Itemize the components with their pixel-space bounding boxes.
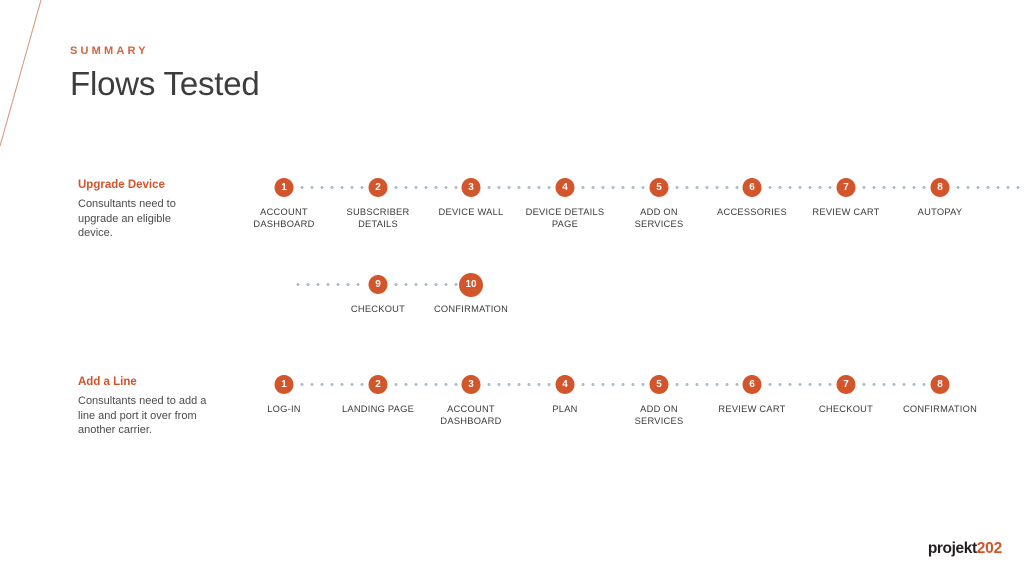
flow-title: Add a Line bbox=[78, 376, 137, 388]
step-label: LOG-IN bbox=[267, 404, 301, 414]
connector-dots bbox=[577, 383, 647, 386]
step-label: ACCESSORIES bbox=[717, 207, 787, 217]
step-number-badge: 6 bbox=[742, 178, 762, 197]
step-label: DEVICE DETAILS PAGE bbox=[525, 207, 605, 229]
connector-dots bbox=[671, 186, 740, 189]
connector-dots bbox=[296, 383, 366, 386]
step-number-badge: 8 bbox=[930, 178, 950, 197]
step-number-badge: 3 bbox=[461, 178, 481, 197]
connector-dots bbox=[483, 186, 553, 189]
brand-logo: projekt202 bbox=[928, 540, 1002, 558]
step-label: AUTOPAY bbox=[917, 207, 963, 217]
connector-dots-lead bbox=[293, 283, 366, 286]
connector-dots bbox=[483, 383, 553, 386]
flow-title: Upgrade Device bbox=[78, 179, 165, 191]
connector-dots bbox=[577, 186, 647, 189]
step-label: ACCOUNT DASHBOARD bbox=[440, 404, 502, 426]
step-number-badge: 2 bbox=[368, 375, 388, 394]
step-number-badge: 8 bbox=[930, 375, 950, 394]
connector-dots bbox=[390, 383, 459, 386]
step-label: ADD ON SERVICES bbox=[634, 404, 684, 426]
logo-number: 202 bbox=[976, 540, 1002, 557]
step-number-badge: 5 bbox=[649, 178, 669, 197]
connector-dots bbox=[764, 383, 834, 386]
step-number-badge: 7 bbox=[836, 375, 856, 394]
step-label: ACCOUNT DASHBOARD bbox=[253, 207, 315, 229]
logo-wordmark: projekt bbox=[927, 540, 977, 557]
step-number-badge: 10 bbox=[459, 273, 483, 297]
connector-dots bbox=[671, 383, 740, 386]
step-number-badge: 4 bbox=[555, 178, 575, 197]
diagonal-accent-line bbox=[0, 0, 42, 147]
connector-dots bbox=[858, 383, 928, 386]
connector-dots bbox=[296, 186, 366, 189]
connector-dots bbox=[764, 186, 834, 189]
step-number-badge: 9 bbox=[368, 275, 388, 294]
step-number-badge: 3 bbox=[461, 375, 481, 394]
step-label: DEVICE WALL bbox=[438, 207, 504, 217]
step-label: SUBSCRIBER DETAILS bbox=[346, 207, 410, 229]
connector-dots bbox=[390, 283, 459, 286]
step-number-badge: 4 bbox=[555, 375, 575, 394]
step-number-badge: 7 bbox=[836, 178, 856, 197]
step-number-badge: 1 bbox=[274, 375, 294, 394]
flow-body-text: Consultants need to add a line and port … bbox=[78, 395, 207, 436]
step-label: REVIEW CART bbox=[718, 404, 786, 414]
step-number-badge: 5 bbox=[649, 375, 669, 394]
step-label: CHECKOUT bbox=[350, 304, 406, 314]
step-label: PLAN bbox=[552, 404, 578, 414]
connector-dots bbox=[858, 186, 928, 189]
step-label: REVIEW CART bbox=[812, 207, 880, 217]
flow-body-text: Consultants need to upgrade an eligible … bbox=[78, 198, 176, 239]
step-number-badge: 2 bbox=[368, 178, 388, 197]
step-label: CONFIRMATION bbox=[433, 304, 509, 314]
step-label: ADD ON SERVICES bbox=[634, 207, 684, 229]
step-label: CONFIRMATION bbox=[902, 404, 978, 414]
step-number-badge: 1 bbox=[274, 178, 294, 197]
step-label: CHECKOUT bbox=[818, 404, 874, 414]
connector-dots-trail bbox=[952, 186, 1024, 189]
step-number-badge: 6 bbox=[742, 375, 762, 394]
connector-dots bbox=[390, 186, 459, 189]
page-title: Flows Tested bbox=[70, 65, 260, 102]
step-label: LANDING PAGE bbox=[341, 404, 415, 414]
page-header: SUMMARY Flows Tested bbox=[70, 44, 260, 104]
eyebrow-label: SUMMARY bbox=[70, 45, 149, 57]
